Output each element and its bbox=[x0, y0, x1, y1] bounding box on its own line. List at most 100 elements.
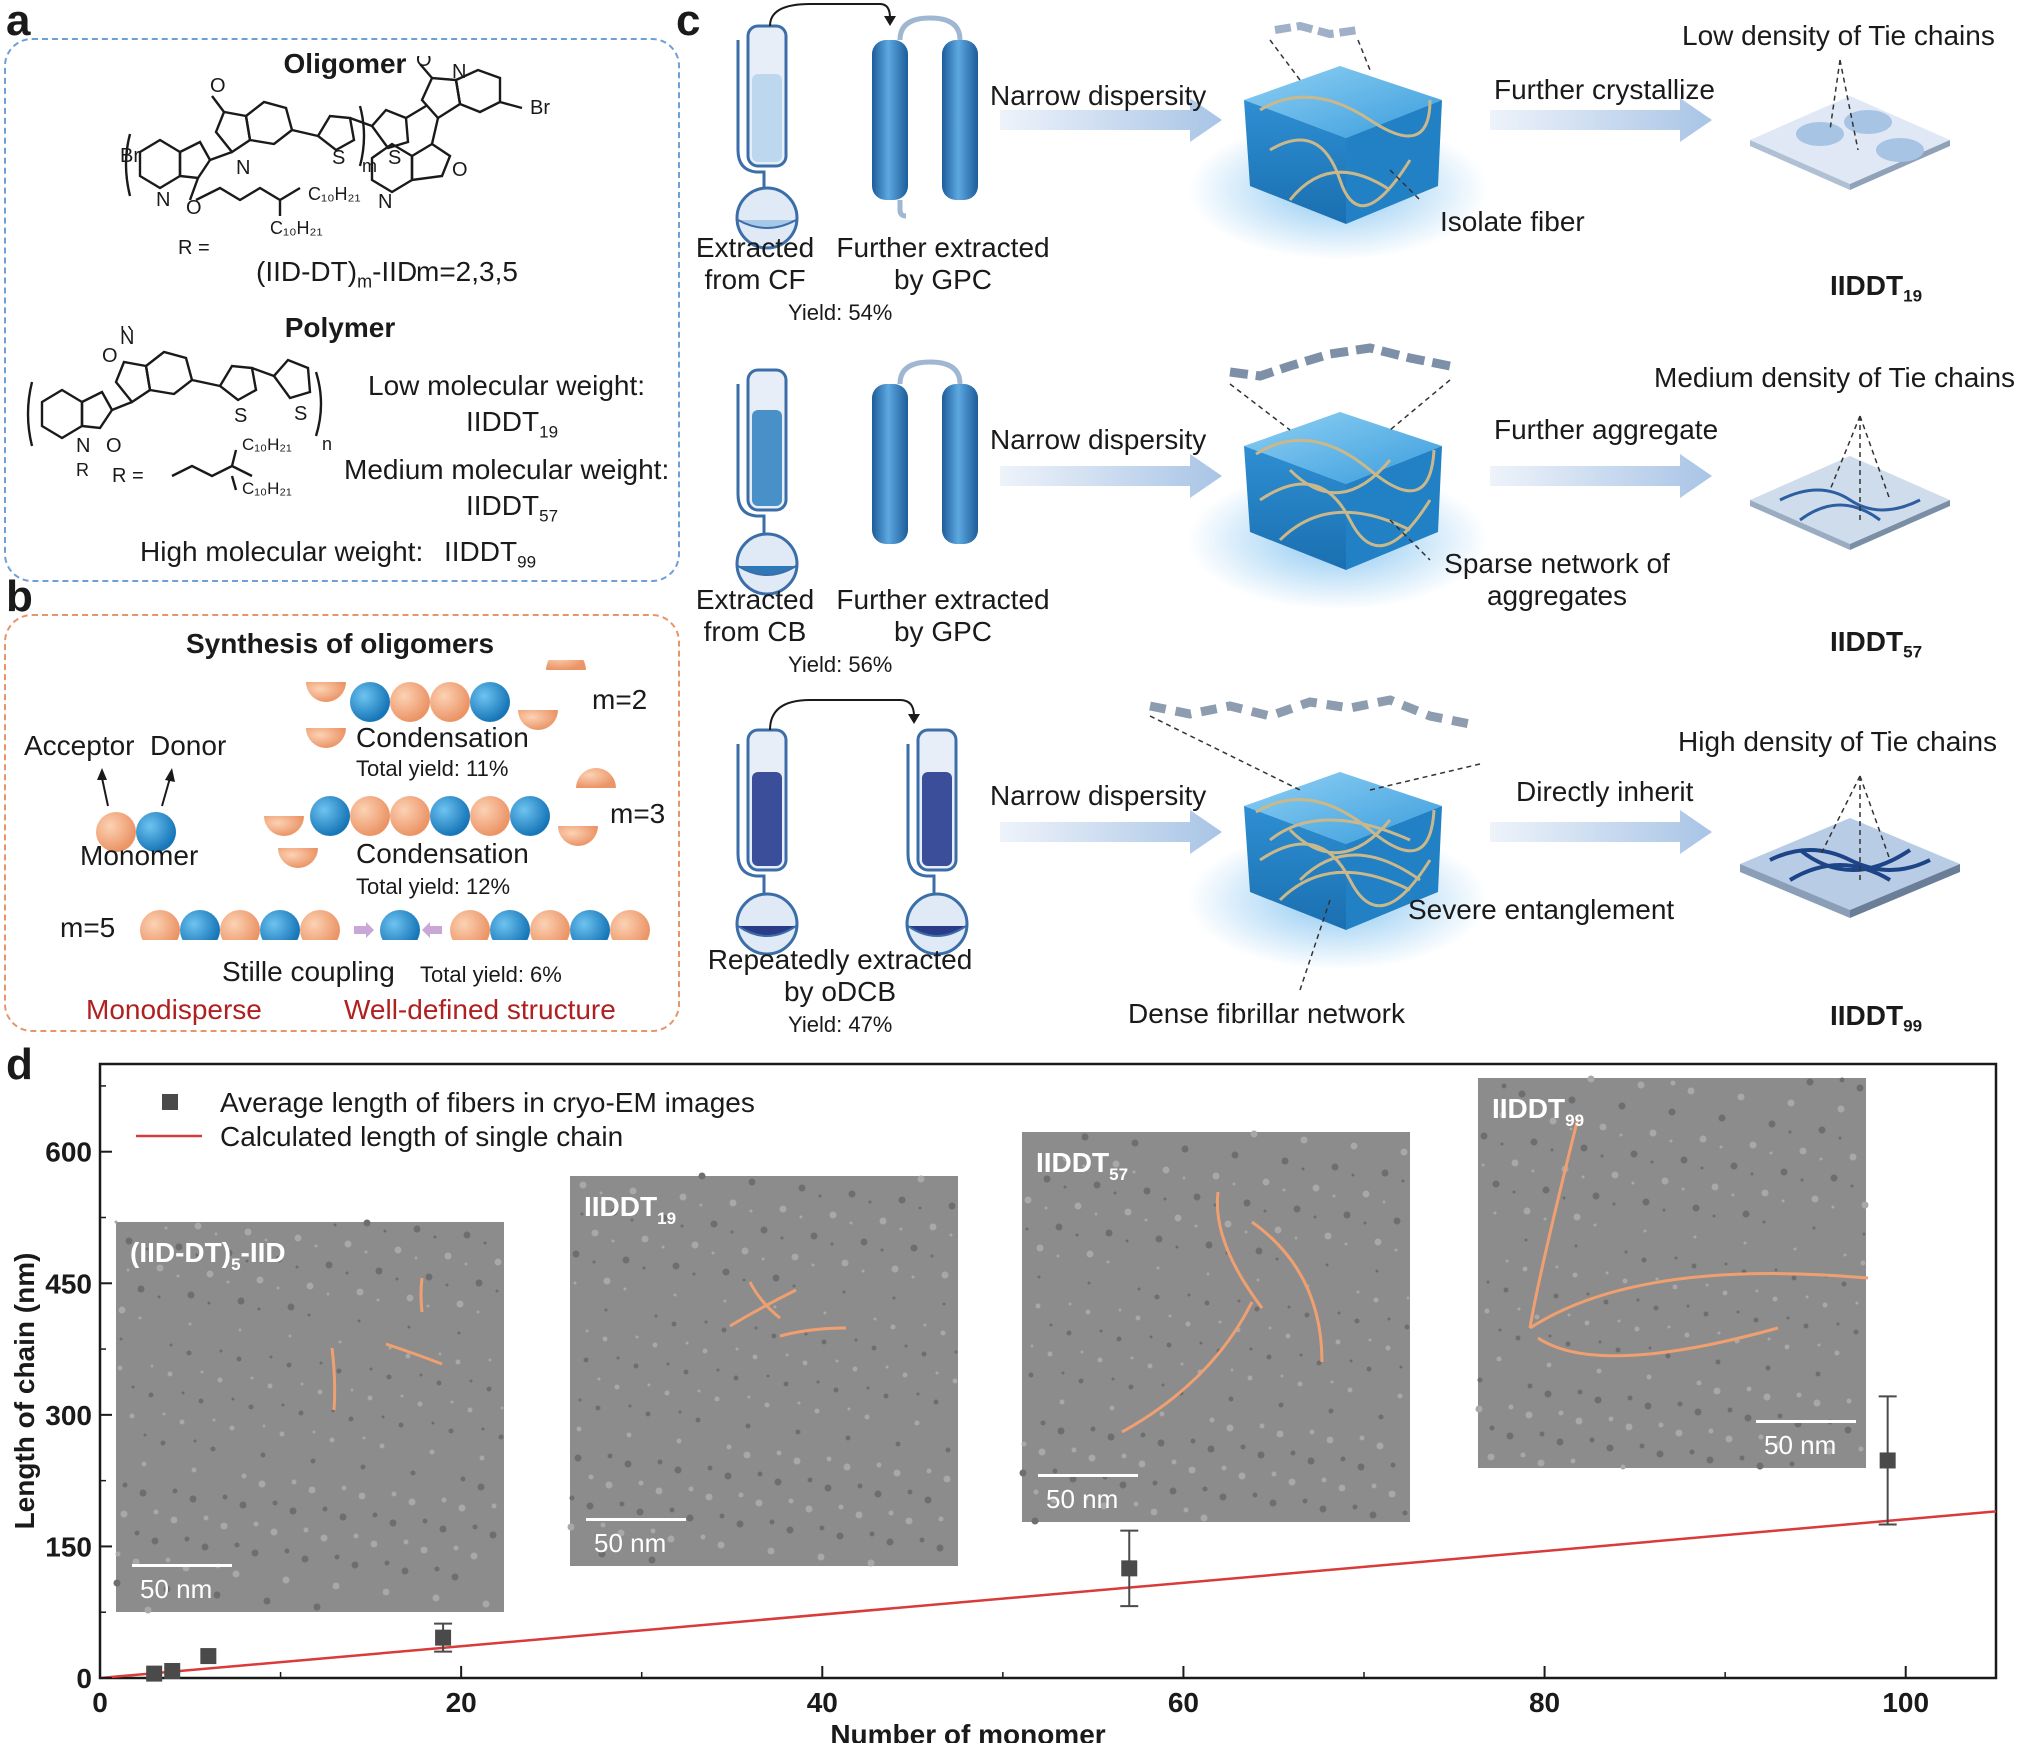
em-noise bbox=[145, 1247, 149, 1251]
m3-label: m=3 bbox=[610, 798, 666, 829]
em-noise bbox=[893, 1469, 901, 1477]
em-noise bbox=[826, 1456, 832, 1462]
em-noise bbox=[773, 1305, 777, 1309]
em-noise bbox=[1512, 1190, 1516, 1194]
svg-text:N: N bbox=[120, 327, 134, 349]
em-noise bbox=[1362, 1190, 1370, 1198]
em-noise bbox=[580, 1212, 584, 1216]
em-noise bbox=[628, 1404, 632, 1408]
svg-text:S: S bbox=[294, 403, 307, 425]
em-noise bbox=[189, 1495, 197, 1503]
svg-text:C₁₀H₂₁: C₁₀H₂₁ bbox=[270, 218, 323, 238]
em-noise bbox=[1637, 1081, 1645, 1089]
em-noise bbox=[691, 1241, 699, 1249]
em-noise bbox=[194, 1222, 202, 1230]
fiber-trace bbox=[385, 1342, 443, 1366]
em-noise bbox=[1480, 1132, 1488, 1140]
row2-cube bbox=[1188, 343, 1488, 610]
em-noise bbox=[761, 1257, 765, 1261]
scale-bar bbox=[1756, 1420, 1856, 1423]
em-noise bbox=[181, 1391, 185, 1395]
em-noise bbox=[1800, 1178, 1804, 1182]
em-noise bbox=[1624, 1250, 1628, 1254]
em-noise bbox=[1351, 1173, 1355, 1177]
em-noise bbox=[1252, 1492, 1258, 1498]
em-noise bbox=[1711, 1183, 1719, 1191]
em-noise bbox=[833, 1387, 839, 1393]
em-noise bbox=[797, 1401, 801, 1405]
em-noise bbox=[657, 1459, 663, 1465]
em-noise bbox=[776, 1450, 782, 1456]
em-noise bbox=[1730, 1162, 1738, 1170]
em-noise bbox=[654, 1314, 658, 1318]
em-noise bbox=[376, 1298, 380, 1302]
scale-bar-label: 50 nm bbox=[1046, 1484, 1118, 1514]
em-noise bbox=[439, 1525, 447, 1533]
row1-process: Further crystallize bbox=[1494, 74, 1715, 105]
em-noise bbox=[619, 1501, 625, 1507]
em-noise bbox=[322, 1506, 328, 1512]
em-noise bbox=[1486, 1280, 1490, 1284]
em-noise bbox=[1378, 1414, 1384, 1420]
em-noise bbox=[1517, 1307, 1521, 1311]
em-noise bbox=[1352, 1504, 1358, 1510]
em-noise bbox=[802, 1360, 808, 1366]
em-noise bbox=[494, 1258, 502, 1266]
em-noise bbox=[1753, 1317, 1759, 1323]
em-noise bbox=[788, 1498, 794, 1504]
em-noise bbox=[410, 1470, 416, 1476]
em-noise bbox=[567, 1523, 575, 1531]
em-noise bbox=[1047, 1351, 1053, 1357]
em-noise bbox=[334, 1554, 340, 1560]
em-noise bbox=[1224, 1220, 1232, 1228]
oligomer-br-left: Br bbox=[120, 145, 140, 167]
row3-extract1-a: Repeatedly extracted bbox=[707, 944, 973, 975]
em-noise bbox=[1630, 1150, 1638, 1158]
em-noise bbox=[1572, 1272, 1578, 1278]
em-noise bbox=[1376, 1442, 1384, 1450]
svg-text:R: R bbox=[120, 326, 133, 334]
em-noise bbox=[730, 1230, 734, 1234]
em-noise bbox=[431, 1421, 435, 1425]
svg-text:R: R bbox=[76, 460, 89, 480]
em-noise bbox=[1237, 1299, 1241, 1303]
em-image bbox=[570, 1176, 958, 1566]
yield-1: Total yield: 11% bbox=[356, 756, 509, 781]
em-noise bbox=[779, 1205, 787, 1213]
em-noise bbox=[1550, 1148, 1554, 1152]
em-noise bbox=[422, 1518, 428, 1524]
scale-bar-label: 50 nm bbox=[140, 1574, 212, 1604]
em-noise bbox=[1078, 1378, 1084, 1384]
em-noise bbox=[298, 1410, 304, 1416]
em-noise bbox=[143, 1433, 147, 1437]
em-noise bbox=[279, 1431, 285, 1437]
em-noise bbox=[165, 1557, 171, 1563]
em-noise bbox=[1371, 1483, 1377, 1489]
em-noise bbox=[369, 1367, 373, 1371]
em-noise bbox=[1573, 1213, 1581, 1221]
legend-label-line: Calculated length of single chain bbox=[220, 1121, 623, 1152]
em-noise bbox=[1784, 1344, 1790, 1350]
em-noise bbox=[1354, 1318, 1360, 1324]
em-noise bbox=[842, 1290, 846, 1294]
svg-text:S: S bbox=[332, 147, 345, 169]
em-noise bbox=[861, 1269, 865, 1273]
row2-extract2-a: Further extracted bbox=[836, 584, 1050, 615]
em-noise bbox=[572, 1250, 580, 1258]
em-noise bbox=[1674, 1256, 1678, 1260]
em-noise bbox=[1818, 1126, 1826, 1134]
em-noise bbox=[1328, 1408, 1334, 1414]
m2-label: m=2 bbox=[592, 684, 648, 715]
em-noise bbox=[892, 1296, 896, 1300]
em-noise bbox=[286, 1362, 292, 1368]
em-noise bbox=[605, 1481, 613, 1489]
em-noise bbox=[1775, 1441, 1783, 1449]
em-noise bbox=[226, 1280, 230, 1284]
em-noise bbox=[169, 1343, 173, 1347]
em-noise bbox=[764, 1402, 770, 1408]
em-noise bbox=[700, 1534, 706, 1540]
em-noise bbox=[395, 1277, 399, 1281]
em-noise bbox=[1263, 1209, 1267, 1213]
em-noise bbox=[1302, 1498, 1308, 1504]
em-noise bbox=[479, 1455, 485, 1461]
